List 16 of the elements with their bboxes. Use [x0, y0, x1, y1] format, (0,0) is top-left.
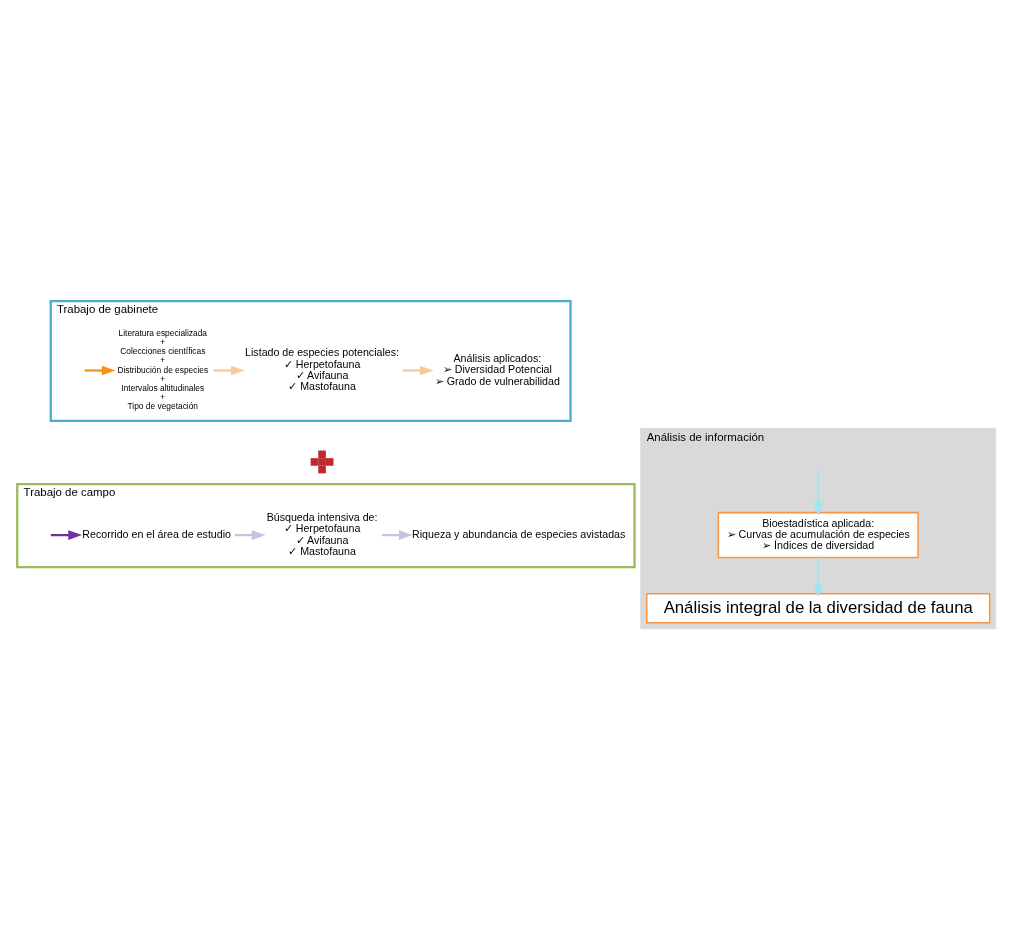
arrow — [213, 365, 245, 375]
node-text: Recorrido en el área de estudio — [82, 527, 232, 540]
node-text: Literatura especializada + Colecciones científicas + Distribución de especies + Intervalos altitudinales + Tipo de vegetación — [117, 327, 209, 411]
node-box: Análisis integral de la diversidad de fauna — [645, 592, 991, 623]
arrow — [84, 365, 116, 375]
node-text: Riqueza y abundancia de especies avistadas — [412, 527, 626, 540]
arrow — [402, 365, 434, 375]
arrow — [234, 529, 266, 540]
node-text: Búsqueda intensiva de: ✓ Herpetofauna ✓ Avifauna ✓ Mastofauna — [266, 510, 378, 557]
node-text: Listado de especies potenciales: ✓ Herpetofauna ✓ Avifauna ✓ Mastofauna — [245, 345, 400, 392]
arrow — [50, 529, 82, 540]
node-text: Análisis aplicados: ➢ Diversidad Potencial ➢ Grado de vulnerabilidad — [434, 351, 560, 387]
arrow — [382, 529, 413, 540]
arrow — [813, 469, 824, 516]
node-box: Bioestadística aplicada: ➢ Curvas de acumulación de especies ➢ Índices de diversidad — [717, 511, 919, 558]
arrow — [813, 557, 824, 597]
